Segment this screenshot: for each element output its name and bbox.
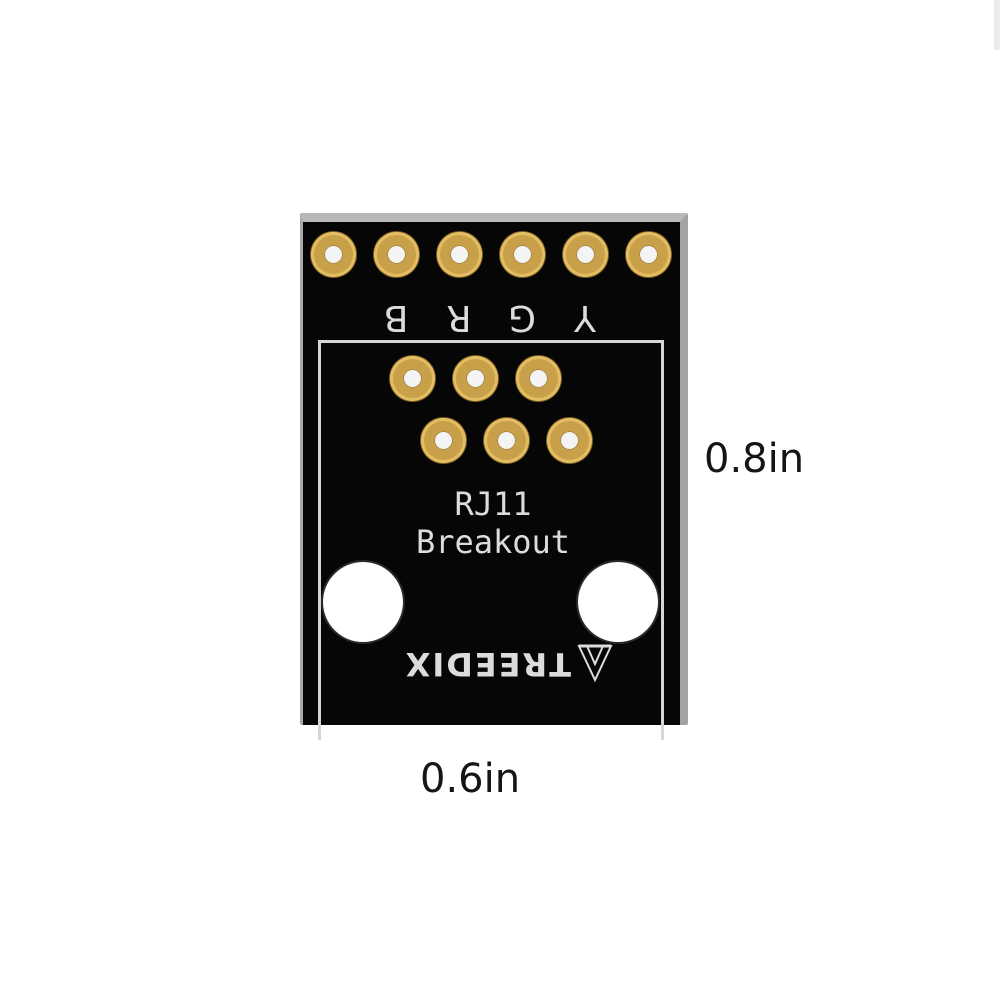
height-dimension-label: 0.8in xyxy=(704,436,805,482)
pin-label-r: R xyxy=(446,297,472,338)
header-pad-3 xyxy=(437,232,482,277)
mounting-hole-right xyxy=(578,562,658,642)
rj11-pad-4 xyxy=(421,418,466,463)
board-title-line1: RJ11 xyxy=(454,485,532,523)
pin-label-g: G xyxy=(508,297,536,338)
rj11-pad-6 xyxy=(547,418,592,463)
logo-text: TREEDIX xyxy=(403,645,571,683)
header-pad-2 xyxy=(374,232,419,277)
board-title-line2: Breakout xyxy=(415,523,571,561)
treedix-logo-icon xyxy=(577,644,613,683)
rj11-breakout-board: B R G Y RJ11 Breakout TREEDIX xyxy=(300,213,688,740)
rj11-pad-3 xyxy=(516,356,561,401)
corner-mark xyxy=(994,0,1000,50)
treedix-logo: TREEDIX xyxy=(343,644,613,684)
width-dimension-label: 0.6in xyxy=(420,756,521,802)
mounting-hole-left xyxy=(323,562,403,642)
connector-outline xyxy=(318,340,664,740)
rj11-pad-5 xyxy=(484,418,529,463)
header-pad-6 xyxy=(626,232,671,277)
pin-label-b: B xyxy=(383,297,409,338)
header-pad-4 xyxy=(500,232,545,277)
pin-label-y: Y xyxy=(574,297,596,338)
header-pad-1 xyxy=(311,232,356,277)
rj11-pad-1 xyxy=(390,356,435,401)
rj11-pad-2 xyxy=(453,356,498,401)
header-pad-5 xyxy=(563,232,608,277)
